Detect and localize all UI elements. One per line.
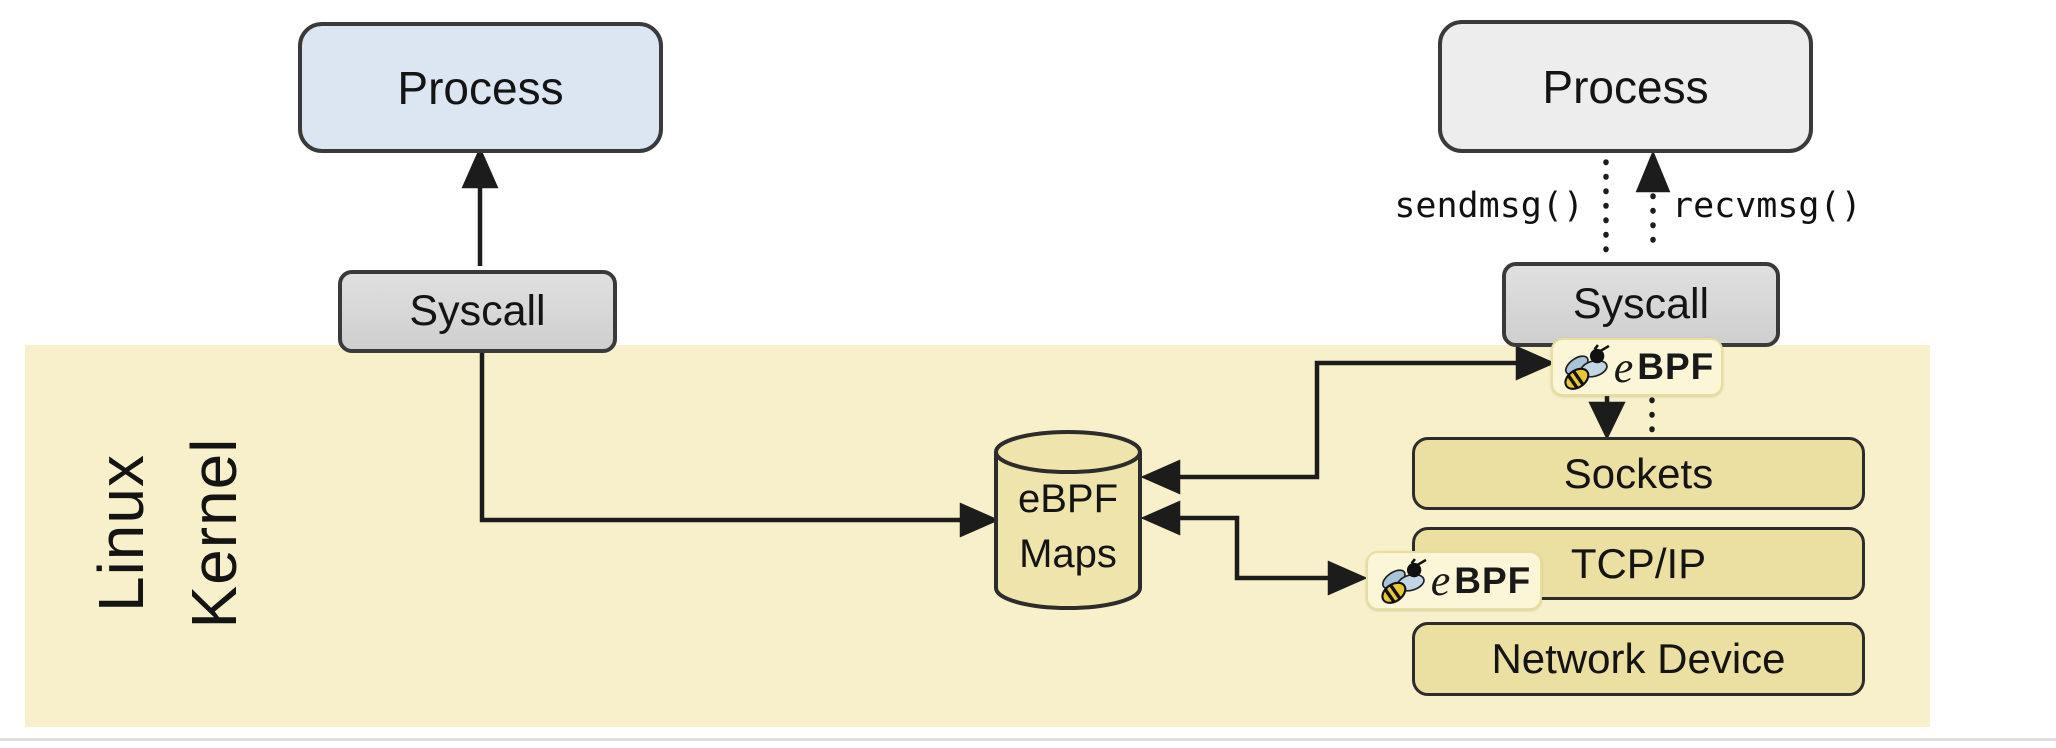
recvmsg-label: recvmsg() (1672, 186, 1862, 226)
ebpf-maps-label: eBPF Maps (990, 472, 1146, 582)
arrow-recvmsg-head (1635, 150, 1671, 193)
ebpf-logo-bpf: BPF (1637, 346, 1715, 387)
maps-label-line1: eBPF (1017, 477, 1119, 521)
ebpf-logo-e: e (1430, 556, 1451, 605)
cylinder-shape-icon (994, 430, 1142, 610)
ebpf-logo-bpf: BPF (1454, 559, 1532, 601)
network-device-label: Network Device (1491, 635, 1786, 682)
syscall-box-left: Syscall (338, 270, 617, 353)
ebpf-maps-cylinder (990, 427, 1146, 613)
network-device-box: Network Device (1412, 622, 1865, 696)
sockets-box: Sockets (1412, 437, 1865, 510)
kernel-label-line1: Linux (85, 454, 157, 612)
syscall-left-label: Syscall (409, 287, 546, 335)
ebpf-bee-icon (1381, 557, 1427, 604)
maps-label-line2: Maps (1019, 532, 1117, 576)
ebpf-logo-e: e (1613, 342, 1634, 392)
process-box-left: Process (298, 22, 663, 153)
kernel-label-line2: Kernel (178, 437, 250, 629)
ebpf-bee-icon (1564, 344, 1610, 390)
syscall-right-label: Syscall (1572, 280, 1710, 328)
tcpip-label: TCP/IP (1570, 539, 1707, 587)
arrow-syscall-to-process-head (461, 146, 499, 189)
process-left-label: Process (397, 61, 564, 114)
process-right-label: Process (1542, 60, 1709, 113)
linux-kernel-label: Linux Kernel (68, 383, 268, 683)
process-box-right: Process (1438, 20, 1813, 153)
sockets-label: Sockets (1563, 449, 1714, 497)
syscall-box-right: Syscall (1502, 262, 1780, 347)
bottom-divider-line (0, 738, 2056, 741)
sendmsg-label: sendmsg() (1394, 186, 1584, 226)
